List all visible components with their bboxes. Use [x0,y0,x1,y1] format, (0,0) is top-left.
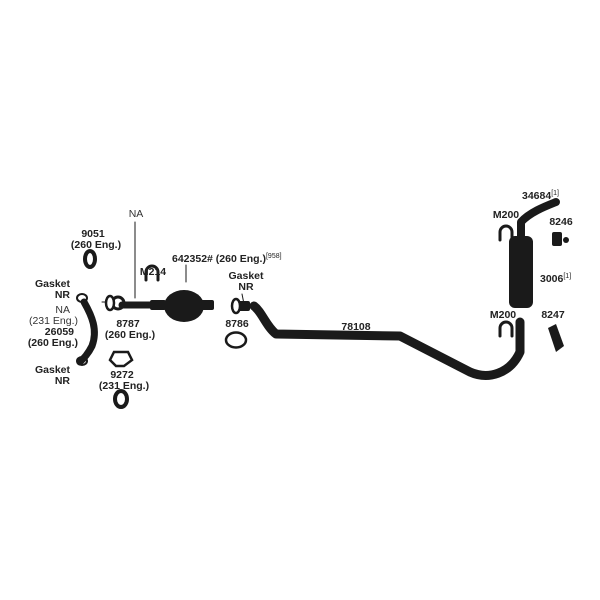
label-3006: 3006[1] [540,273,571,285]
label-231-eng-a: (231 Eng.) [28,315,78,327]
label-8786: 8786 [225,318,249,330]
label-9051: 9051 [81,228,105,240]
label-gasket-c: Gasket [34,364,70,376]
gasket-nr-upper [76,293,88,303]
flange-8787-bottom [108,350,134,368]
label-9051-eng: (260 Eng.) [70,239,122,251]
label-3006-text: 3006 [540,273,564,285]
label-8247: 8247 [541,309,565,321]
gasket-9272 [113,389,129,409]
label-8787-eng: (260 Eng.) [104,329,156,341]
converter-inlet [150,300,166,310]
label-26059: 26059 [44,326,74,338]
flange-gasket-8786-front [230,297,242,315]
tailpipe-extension-34684 [517,198,560,246]
label-9272-eng: (231 Eng.) [98,380,150,392]
label-m214: M214 [139,266,167,278]
label-m200-upper: M200 [492,209,520,221]
label-8787: 8787 [116,318,140,330]
label-m200-lower: M200 [489,309,517,321]
label-na: NA [128,208,144,220]
label-642352: 642352# (260 Eng.)[958] [172,253,282,265]
label-gasket-a: Gasket [228,270,264,282]
label-34684-footnote: [1] [551,190,559,197]
converter-outlet [200,300,214,310]
gasket-nr-lower [76,356,88,366]
label-3006-footnote: [1] [563,273,572,280]
label-34684: 34684[1] [522,190,559,202]
catalytic-converter-642352 [164,290,204,322]
tailpipe-78108 [249,301,525,380]
label-642352-text: 642352# (260 Eng.) [172,253,266,265]
hanger-8246 [552,232,562,246]
label-642352-footnote: [958] [265,253,282,260]
label-nr-c: NR [54,375,70,387]
gasket-9051 [83,249,97,269]
label-nr-b: NR [54,289,70,301]
label-8246: 8246 [549,216,573,228]
flange-front-8787 [104,294,116,312]
label-na2: NA [55,304,70,316]
clamp-m214 [144,264,160,282]
label-gasket-b: Gasket [34,278,70,290]
label-26059-eng: (260 Eng.) [27,337,78,349]
flange-8786 [224,331,248,349]
label-nr-a: NR [238,281,254,293]
clamp-m200-lower [498,320,514,338]
front-pipe-26059 [76,298,98,366]
label-34684-text: 34684 [522,190,552,202]
label-9272: 9272 [110,369,134,381]
label-78108: 78108 [341,321,371,333]
muffler-3006 [509,236,533,308]
clamp-m200-upper [498,224,514,242]
hanger-8247 [548,324,564,352]
